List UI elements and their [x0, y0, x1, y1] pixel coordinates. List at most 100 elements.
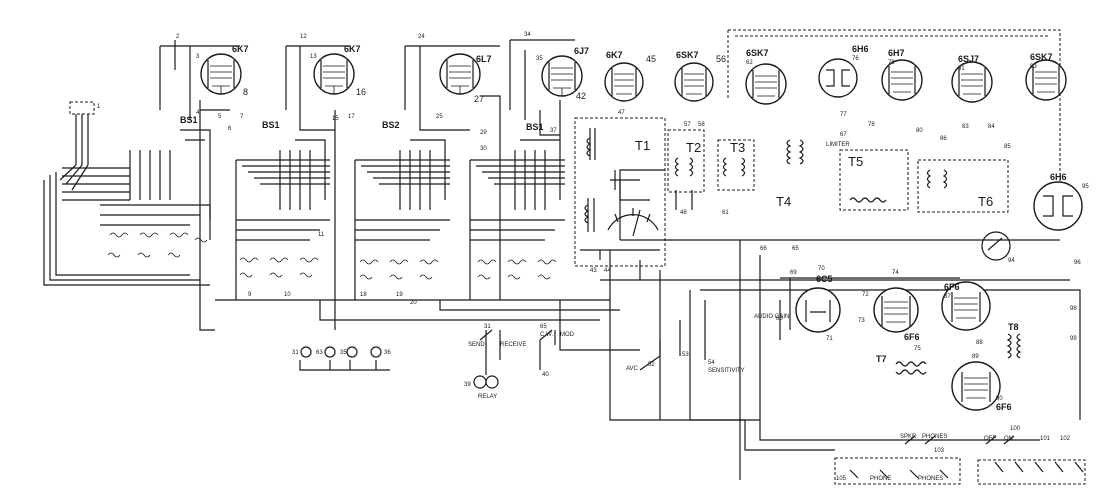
part-84: 84	[988, 124, 995, 130]
tube-6h6-95: 6H6 95	[1033, 172, 1089, 231]
oscillator-bank: BS1	[469, 122, 565, 300]
tube-num-label: 90	[996, 396, 1003, 402]
part-101: 101	[1040, 436, 1051, 442]
tube-num-label: 81	[958, 66, 965, 72]
connector-36: 36	[384, 350, 391, 356]
part-15: 15	[332, 116, 339, 122]
part-47: 47	[618, 110, 625, 116]
part-37: 37	[550, 128, 557, 134]
tube-num-label: 75	[914, 346, 921, 352]
tube-type-label: 6F6	[944, 282, 960, 292]
connector-63: 63	[316, 350, 323, 356]
part-86: 86	[940, 136, 947, 142]
part-80: 80	[916, 128, 923, 134]
part-57: 57	[684, 122, 691, 128]
transformer-t3: T3 61	[717, 139, 755, 216]
part-68: 68	[776, 316, 783, 322]
t2-label: T2	[686, 140, 701, 155]
tube-num-label: 8	[243, 87, 248, 97]
tube-type-label: 6SK7	[1030, 52, 1053, 62]
part-34: 34	[524, 32, 531, 38]
tube-type-label: 6SJ7	[958, 54, 979, 64]
relay-label: RELAY	[478, 394, 497, 400]
phones-label-bottom: PHONES	[918, 476, 943, 482]
tube-6f6-87: 6F6 87	[941, 281, 991, 331]
part-54: 54	[708, 360, 715, 366]
part-78: 78	[868, 122, 875, 128]
tube-type-label: 6C5	[816, 274, 833, 284]
t4-label: T4	[776, 194, 791, 209]
tube-6f6-75: 6F6 75	[873, 287, 921, 352]
part-74: 74	[892, 270, 899, 276]
tube-num-label: 16	[356, 87, 366, 97]
tube-6sk7-93: 6SK7 93	[1025, 52, 1067, 101]
tube-type-label: 6SK7	[746, 48, 769, 58]
tube-6sk7-56: 6SK7 56	[674, 50, 726, 102]
bs1-label-c: BS1	[526, 122, 544, 132]
tube-6j7-42: 6J7 42	[541, 46, 589, 101]
part-94: 94	[1008, 258, 1015, 264]
tube-6c5-71: 6C5 71	[795, 274, 841, 342]
part-65: 65	[792, 246, 799, 252]
part-102: 102	[1060, 436, 1071, 442]
tube-type-label: 6J7	[574, 46, 589, 56]
tube-num-label: 95	[1082, 184, 1089, 190]
label-1: 1	[97, 104, 101, 110]
part-103: 103	[934, 448, 945, 454]
tube-6k7-16: 6K7 16	[313, 44, 366, 97]
part-89: 89	[972, 354, 979, 360]
receive-label: RECEIVE	[500, 342, 526, 348]
part-61: 61	[722, 210, 729, 216]
tube-type-label: 6F6	[904, 332, 920, 342]
tube-type-label: 6L7	[476, 54, 492, 64]
part-20: 20	[410, 300, 417, 306]
part-66: 66	[760, 246, 767, 252]
limiter-label: LIMITER	[826, 142, 850, 148]
part-48: 48	[680, 210, 687, 216]
part-40: 40	[542, 372, 549, 378]
t8-label: T8	[1008, 322, 1019, 332]
part-98: 98	[1070, 306, 1077, 312]
transformer-t4: T4	[776, 139, 804, 209]
part-58: 58	[698, 122, 705, 128]
part-44: 44	[604, 268, 611, 274]
part-12: 12	[300, 34, 307, 40]
part-83: 83	[962, 124, 969, 130]
part-19: 19	[396, 292, 403, 298]
avc-label: AVC	[626, 366, 639, 372]
antenna-terminal: 1	[69, 101, 101, 165]
tube-num-label: 27	[474, 94, 484, 104]
part-35: 35	[536, 56, 543, 62]
part-29: 29	[480, 130, 487, 136]
t3-label: T3	[730, 140, 745, 155]
tube-6k7-8: 6K7 8	[200, 44, 249, 97]
tube-num-label: 45	[646, 54, 656, 64]
transformer-t2: T2 48	[667, 129, 705, 216]
output-terminal-strip: 105 PHONE PHONES SPKR PHONES 103	[834, 434, 961, 485]
part-13: 13	[310, 54, 317, 60]
part-70: 70	[818, 266, 825, 272]
off-label: OFF	[984, 436, 996, 442]
transformer-t6: T6	[917, 159, 1009, 213]
tube-type-label: 6H6	[852, 44, 869, 54]
part-2: 2	[176, 34, 180, 40]
part-69: 69	[790, 270, 797, 276]
transformer-t8: T8	[1006, 322, 1022, 359]
tube-6sj7-81: 6SJ7 81	[951, 54, 993, 103]
tube-6h6-76: 6H6 76	[818, 44, 869, 98]
tube-6l7-27: 6L7 27	[439, 53, 492, 104]
part-88: 88	[976, 340, 983, 346]
part-25: 25	[436, 114, 443, 120]
part-4: 4	[196, 110, 200, 116]
part-85: 85	[1004, 144, 1011, 150]
part-72: 72	[862, 292, 869, 298]
rf-stage-2-bank: BS1 9 10 11	[235, 120, 330, 300]
tube-num-label: 42	[576, 91, 586, 101]
avc-switch: AVC 52 53 54 SENSITIVITY	[626, 300, 745, 374]
part-7: 7	[240, 114, 244, 120]
part-11: 11	[318, 232, 325, 238]
tube-num-label: 62	[746, 60, 753, 66]
t5-label: T5	[848, 154, 863, 169]
on-label: ON	[1004, 436, 1013, 442]
tube-type-label: 6SK7	[676, 50, 699, 60]
